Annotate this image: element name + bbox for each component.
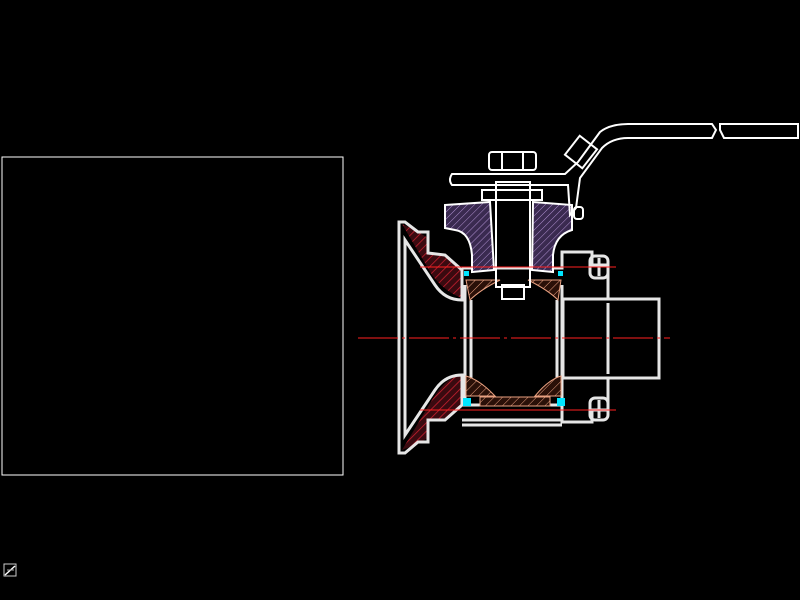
seat-top-right (527, 279, 562, 302)
ucs-icon (3, 563, 17, 577)
gland-top (481, 189, 543, 201)
left-flange-outline (397, 220, 464, 455)
bolt-bottom (588, 396, 610, 422)
handle-grip-end (719, 123, 799, 139)
bottom-seat-band (479, 396, 551, 407)
left-flange-hatch-bottom (402, 374, 462, 450)
body-bottom-wall (462, 418, 562, 427)
handle-stop (573, 206, 584, 220)
seal-top-left (464, 271, 469, 276)
seat-bottom-left (465, 375, 497, 397)
seal-bottom-right (557, 398, 565, 406)
handle (449, 123, 718, 218)
viewport-frame (1, 156, 344, 476)
left-flange-hatch-top (402, 224, 462, 298)
handle-sleeve (563, 134, 599, 170)
seal-bottom-left (463, 398, 471, 406)
stem-tang (501, 284, 525, 300)
stem (495, 181, 531, 288)
stem-nut (488, 151, 537, 171)
ball (463, 285, 564, 405)
bonnet-right (530, 200, 573, 274)
bonnet-left (444, 200, 496, 274)
seat-bottom-right (533, 375, 562, 397)
seal-top-right (558, 271, 563, 276)
seat-top-left (465, 279, 501, 302)
